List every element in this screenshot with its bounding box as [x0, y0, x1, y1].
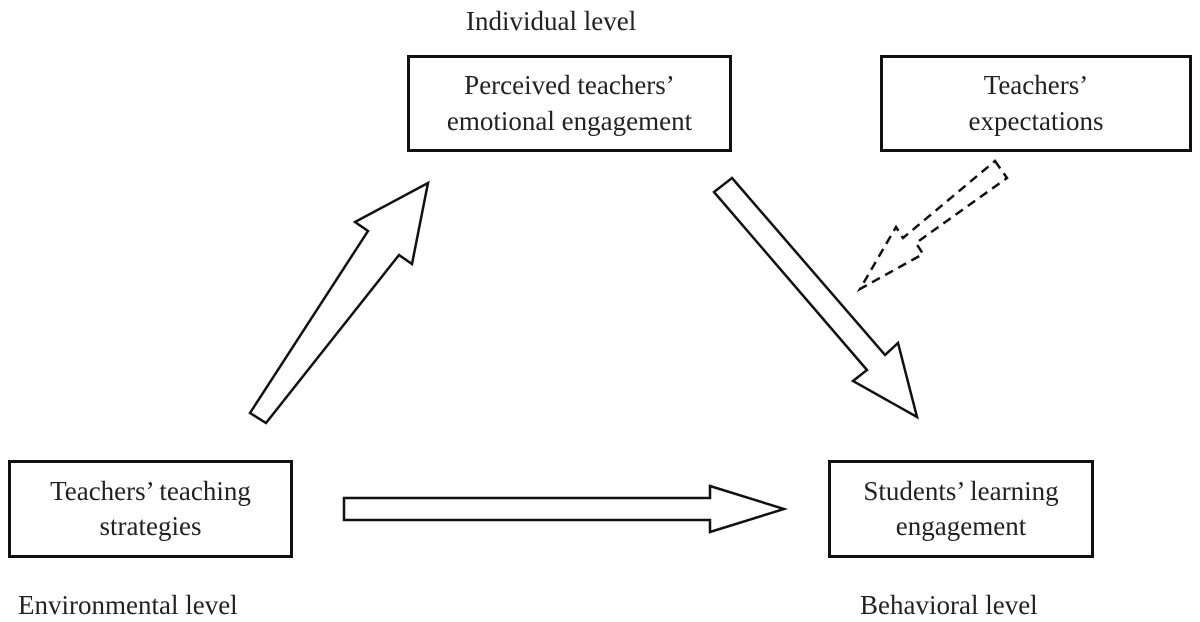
- perceived-line-1: Perceived teachers’: [464, 70, 675, 101]
- students-line-2: engagement: [895, 511, 1027, 541]
- expectations-line-2: expectations: [968, 105, 1104, 136]
- behavioral-level-label: Behavioral level: [860, 590, 1038, 620]
- arrow-strategies-to-students: [342, 484, 789, 534]
- strategies-line-2: strategies: [99, 511, 202, 541]
- environmental-level-label: Environmental level: [18, 590, 238, 620]
- arrow-expectations-to-mediation: [856, 159, 1009, 293]
- individual-level-label: Individual level: [466, 6, 637, 36]
- expectations-line-1: Teachers’: [983, 70, 1089, 101]
- teachers-expectations-box: Teachers’ expectations: [880, 55, 1192, 152]
- students-line-1: Students’ learning: [863, 475, 1059, 506]
- teaching-strategies-box: Teachers’ teaching strategies: [8, 460, 293, 558]
- perceived-line-2: emotional engagement: [446, 105, 693, 136]
- perceived-emotional-engagement-box: Perceived teachers’ emotional engagement: [407, 55, 732, 152]
- arrow-strategies-to-perceived: [248, 180, 430, 425]
- arrow-perceived-to-students: [712, 176, 919, 420]
- strategies-line-1: Teachers’ teaching: [50, 475, 251, 506]
- students-learning-engagement-box: Students’ learning engagement: [828, 460, 1094, 558]
